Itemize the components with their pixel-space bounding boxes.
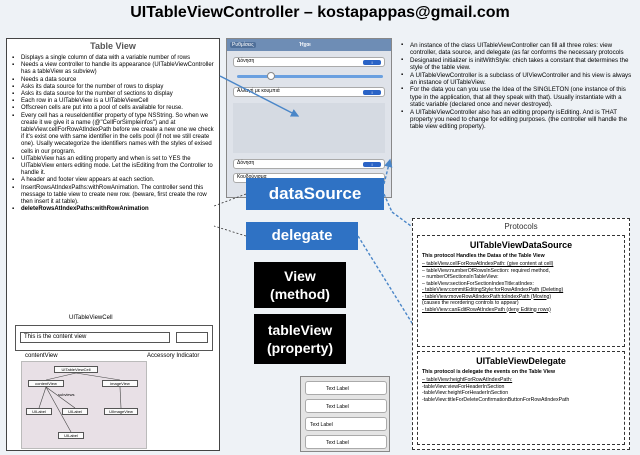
delegate-method: – tableView:heightForRowAtIndexPath: xyxy=(422,377,513,383)
list-item: An instance of the class UITableViewCont… xyxy=(401,42,634,57)
datasource-method: - tableView:moveRowAtIndexPath:toIndexPa… xyxy=(422,293,552,300)
row-label: Δόνηση xyxy=(237,58,255,64)
settings-nav-bar: Ρυθμίσεις Ήχοι xyxy=(227,39,391,51)
content-view-box: This is the content view xyxy=(20,332,170,343)
settings-row[interactable]: Αλλαγή με κουμπιά I xyxy=(233,87,385,97)
datasource-method: – tableView:numberOfRowsInSection: requi… xyxy=(422,267,550,274)
list-item: Offscreen cells are put into a pool of c… xyxy=(12,105,217,112)
cell-text-label: Text Label xyxy=(326,386,349,392)
datasource-method: – tableView.cellForRowAtIndexPath: (give… xyxy=(422,261,554,267)
datasource-protocol-box: UITableViewDataSource This protocol Hand… xyxy=(417,235,625,347)
settings-blank-area xyxy=(233,103,385,153)
list-item: UITableView has an editing property and … xyxy=(12,156,217,178)
list-item: Needs a view controller to handle its ap… xyxy=(12,62,217,76)
cell-row[interactable]: Text Label xyxy=(305,435,387,449)
table-view-panel: Table View Displays a single column of d… xyxy=(6,38,220,451)
list-item: A UITableViewController is a subclass of… xyxy=(401,72,634,87)
cell-text-label: Text Label xyxy=(326,404,349,410)
toggle-switch[interactable]: I xyxy=(363,162,381,167)
accessory-indicator-label: Accessory Indicator xyxy=(147,353,200,359)
hierarchy-image: imageView xyxy=(102,380,138,387)
list-item: A UITableViewController also has an edit… xyxy=(401,109,634,131)
delegate-subtitle: This protocol is delegate the events on … xyxy=(422,369,555,375)
accessory-box xyxy=(176,332,208,343)
delegate-method: -tableView:viewForHeaderInSection xyxy=(422,383,505,390)
toggle-switch[interactable]: I xyxy=(363,60,381,65)
list-item: Asks its data source for the number of r… xyxy=(12,84,217,91)
cells-screenshot: Text Label Text Label Text Label Text La… xyxy=(300,376,390,452)
row-label: Κουδούνισμα xyxy=(237,174,267,180)
hierarchy-label-3: UILabel xyxy=(58,432,84,439)
settings-row[interactable]: Δόνηση I xyxy=(233,57,385,67)
cell-row[interactable]: Text Label xyxy=(305,417,387,431)
cell-row[interactable]: Text Label xyxy=(305,381,387,395)
row-label: Αλλαγή με κουμπιά xyxy=(237,88,280,94)
cell-hierarchy-diagram: UITableViewCell contentView imageView su… xyxy=(21,361,147,449)
datasource-method: – tableView:sectionForSectionIndexTitle:… xyxy=(422,280,534,287)
tableview-property-box: tableView (property) xyxy=(254,314,346,364)
datasource-title: UITableViewDataSource xyxy=(469,240,573,250)
cell-row[interactable]: Text Label xyxy=(305,399,387,413)
list-item: Needs a data source xyxy=(12,77,217,84)
volume-slider[interactable] xyxy=(237,75,383,78)
row-label: Δόνηση xyxy=(237,160,255,166)
delegate-method: -tableView:heightForHeaderInSection xyxy=(422,390,509,396)
list-item: Each row in a UITableView is a UITableVi… xyxy=(12,98,217,105)
datasource-method: – numberOfSectionsInTableView: xyxy=(422,274,499,280)
data-source-box: dataSource xyxy=(246,178,384,210)
hierarchy-label-2: UILabel xyxy=(62,408,88,415)
delegate-method: -tableView:titleForDeleteConfirmationBut… xyxy=(422,396,570,403)
delegate-box: delegate xyxy=(246,222,358,250)
view-method-box: View (method) xyxy=(254,262,346,308)
datasource-method: - tableView:canEditRowAtIndexPath (deny … xyxy=(422,306,551,313)
nav-back-button[interactable]: Ρυθμίσεις xyxy=(230,42,256,48)
hierarchy-label-1: UILabel xyxy=(26,408,52,415)
table-view-heading: Table View xyxy=(90,41,136,51)
datasource-method: (causes the reordering controls to appea… xyxy=(422,300,519,306)
toggle-switch[interactable]: I xyxy=(363,90,381,95)
list-item: A header and footer view appears at each… xyxy=(12,177,217,184)
list-item: InsertRowsAtIndexPaths:withRowAnimation.… xyxy=(12,185,217,207)
list-item: Designated initializer is initWithStyle:… xyxy=(401,57,634,72)
page-title: UITableViewController – kostapappas@gmai… xyxy=(130,4,510,21)
hierarchy-image-view: UIImageView xyxy=(104,408,138,415)
cell-diagram: This is the content view xyxy=(15,325,213,351)
list-item: Displays a single column of data with a … xyxy=(12,55,217,62)
hierarchy-content: contentView xyxy=(28,380,64,387)
hierarchy-root: UITableViewCell xyxy=(54,366,98,373)
delegate-title: UITableViewDelegate xyxy=(476,356,566,366)
datasource-subtitle: This protocol Handles the Datas of the T… xyxy=(422,253,545,259)
cell-text-label: Text Label xyxy=(310,422,333,428)
table-view-bullets: Displays a single column of data with a … xyxy=(9,55,217,214)
cell-text-label: Text Label xyxy=(326,440,349,446)
list-item: Asks its data source for the number of s… xyxy=(12,91,217,98)
hierarchy-lines xyxy=(38,372,122,433)
controller-notes: An instance of the class UITableViewCont… xyxy=(398,42,634,131)
hierarchy-subviews: subviews xyxy=(58,392,75,397)
datasource-method: - tableView:commitEditingStyle:forRowAtI… xyxy=(422,287,564,293)
cell-caption: UITableViewCell xyxy=(69,315,113,321)
list-item: deleteRowsAtIndexPaths:withRowAnimation xyxy=(12,206,217,213)
content-view-label: contentView xyxy=(25,353,58,359)
protocols-panel: Protocols UITableViewDataSource This pro… xyxy=(412,218,630,450)
settings-screenshot: Ρυθμίσεις Ήχοι Δόνηση I Αλλαγή με κουμπι… xyxy=(226,38,392,198)
list-item: Every cell has a reuseIdentifier propert… xyxy=(12,113,217,156)
slider-thumb[interactable] xyxy=(267,72,275,80)
protocols-heading: Protocols xyxy=(504,222,538,231)
delegate-protocol-box: UITableViewDelegate This protocol is del… xyxy=(417,351,625,445)
list-item: For the data you can you use the Idea of… xyxy=(401,86,634,108)
nav-title: Ήχοι xyxy=(299,42,311,48)
